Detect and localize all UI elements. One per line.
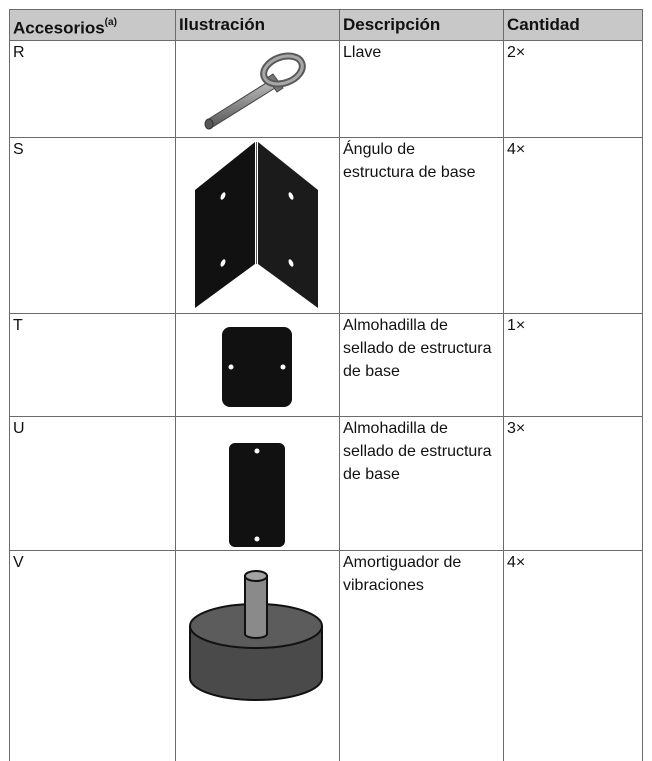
grid-line bbox=[9, 40, 643, 41]
row-description: Almohadilla de sellado de estructura de … bbox=[343, 317, 492, 380]
row-quantity: 3× bbox=[507, 420, 526, 437]
row-description: Llave bbox=[343, 44, 382, 61]
row-description: Amortiguador de vibraciones bbox=[343, 554, 462, 594]
row-code: U bbox=[13, 420, 25, 437]
table-header-row bbox=[9, 9, 643, 40]
accessories-table: Accesorios(a) Ilustración Descripción Ca… bbox=[9, 9, 643, 761]
grid-line bbox=[9, 313, 643, 314]
header-illustration: Ilustración bbox=[179, 15, 265, 34]
grid-line bbox=[642, 9, 643, 761]
row-code: R bbox=[13, 44, 25, 61]
key-icon bbox=[204, 52, 306, 130]
grid-line bbox=[9, 416, 643, 417]
header-accessories: Accesorios(a) bbox=[9, 9, 175, 40]
row-description: Ángulo de estructura de base bbox=[343, 141, 476, 181]
header-description: Descripción bbox=[343, 15, 441, 34]
base-frame-angle-icon bbox=[195, 142, 318, 308]
sealing-pad-vertical-icon bbox=[229, 443, 285, 547]
vibration-damper-icon bbox=[189, 570, 323, 701]
grid-line bbox=[339, 9, 340, 761]
grid-line bbox=[9, 137, 643, 138]
sealing-pad-horizontal-icon bbox=[222, 327, 292, 407]
row-code: S bbox=[13, 141, 24, 158]
row-quantity: 4× bbox=[507, 141, 526, 158]
grid-line bbox=[503, 9, 504, 761]
header-accessories-label: Accesorios bbox=[13, 18, 105, 38]
header-quantity: Cantidad bbox=[507, 15, 580, 34]
row-code: V bbox=[13, 554, 24, 571]
row-quantity: 4× bbox=[507, 554, 526, 571]
grid-line bbox=[175, 9, 176, 761]
grid-line bbox=[9, 9, 643, 10]
row-quantity: 2× bbox=[507, 44, 526, 61]
grid-line bbox=[9, 550, 643, 551]
row-description: Almohadilla de sellado de estructura de … bbox=[343, 420, 492, 483]
row-quantity: 1× bbox=[507, 317, 526, 334]
grid-line bbox=[9, 9, 10, 761]
header-accessories-note: (a) bbox=[104, 17, 117, 28]
row-code: T bbox=[13, 317, 23, 334]
